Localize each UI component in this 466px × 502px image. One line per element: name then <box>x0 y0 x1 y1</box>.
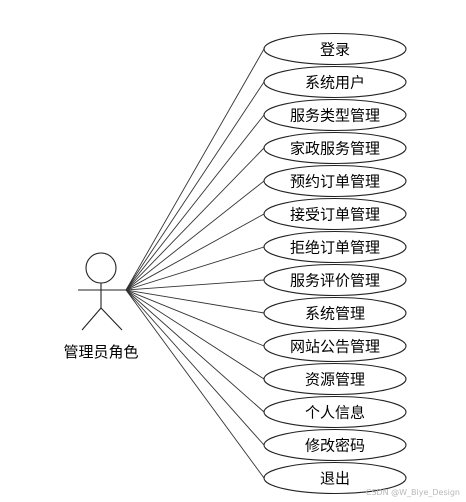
use-case-ellipse <box>263 362 407 396</box>
use-case: 资源管理 <box>263 362 407 396</box>
use-case: 网站公告管理 <box>263 329 407 363</box>
association-line <box>125 48 265 291</box>
use-case-label: 家政服务管理 <box>290 140 380 158</box>
use-case-ellipse <box>263 263 407 297</box>
use-case-ellipse <box>263 395 407 429</box>
actor-left-leg <box>81 307 102 331</box>
use-case: 个人信息 <box>263 395 407 429</box>
use-case-label: 服务类型管理 <box>290 107 380 125</box>
association-line <box>125 114 265 291</box>
association-line <box>125 246 265 291</box>
use-case-ellipse <box>263 131 407 165</box>
association-line <box>125 289 265 314</box>
association-line <box>125 289 265 347</box>
use-case-label: 个人信息 <box>305 404 365 422</box>
use-case-label: 接受订单管理 <box>290 206 380 224</box>
association-line <box>125 180 265 291</box>
association-line <box>125 279 265 291</box>
use-case-label: 系统用户 <box>305 74 365 92</box>
use-case: 拒绝订单管理 <box>263 230 407 264</box>
actor-head <box>85 252 117 284</box>
use-case-label: 预约订单管理 <box>290 173 380 191</box>
association-line <box>125 289 265 413</box>
use-case: 服务评价管理 <box>263 263 407 297</box>
use-case-label: 登录 <box>320 41 350 59</box>
actor-right-leg <box>100 307 123 331</box>
actor-label: 管理员角色 <box>63 343 138 361</box>
use-case-ellipse <box>263 32 407 66</box>
use-case-ellipse <box>263 98 407 132</box>
use-case-label: 退出 <box>320 470 350 488</box>
use-case-ellipse <box>263 296 407 330</box>
use-case: 预约订单管理 <box>263 164 407 198</box>
association-line <box>125 289 265 380</box>
use-case-label: 拒绝订单管理 <box>290 239 380 257</box>
association-line <box>125 289 265 479</box>
use-case-label: 资源管理 <box>305 371 365 389</box>
use-case-ellipse <box>263 65 407 99</box>
association-line <box>125 81 265 291</box>
use-case-label: 服务评价管理 <box>290 272 380 290</box>
use-case: 服务类型管理 <box>263 98 407 132</box>
use-case: 家政服务管理 <box>263 131 407 165</box>
use-case: 退出 <box>263 461 407 495</box>
association-line <box>125 213 265 291</box>
use-case-label: 网站公告管理 <box>290 338 380 356</box>
use-case: 系统管理 <box>263 296 407 330</box>
use-case: 修改密码 <box>263 428 407 462</box>
association-line <box>125 147 265 291</box>
use-case-ellipse <box>263 197 407 231</box>
use-case-ellipse <box>263 230 407 264</box>
association-line <box>125 289 265 446</box>
use-case-label: 修改密码 <box>305 437 365 455</box>
actor-figure <box>78 252 126 331</box>
use-case-ellipse <box>263 461 407 495</box>
use-case-label: 系统管理 <box>305 305 365 323</box>
watermark-text: CSDN @W_Biye_Design <box>366 488 460 497</box>
use-case: 登录 <box>263 32 407 66</box>
use-case: 系统用户 <box>263 65 407 99</box>
use-case-ellipse <box>263 164 407 198</box>
use-case-list: 登录系统用户服务类型管理家政服务管理预约订单管理接受订单管理拒绝订单管理服务评价… <box>263 32 407 495</box>
use-case: 接受订单管理 <box>263 197 407 231</box>
association-lines <box>125 48 265 479</box>
use-case-ellipse <box>263 329 407 363</box>
use-case-ellipse <box>263 428 407 462</box>
